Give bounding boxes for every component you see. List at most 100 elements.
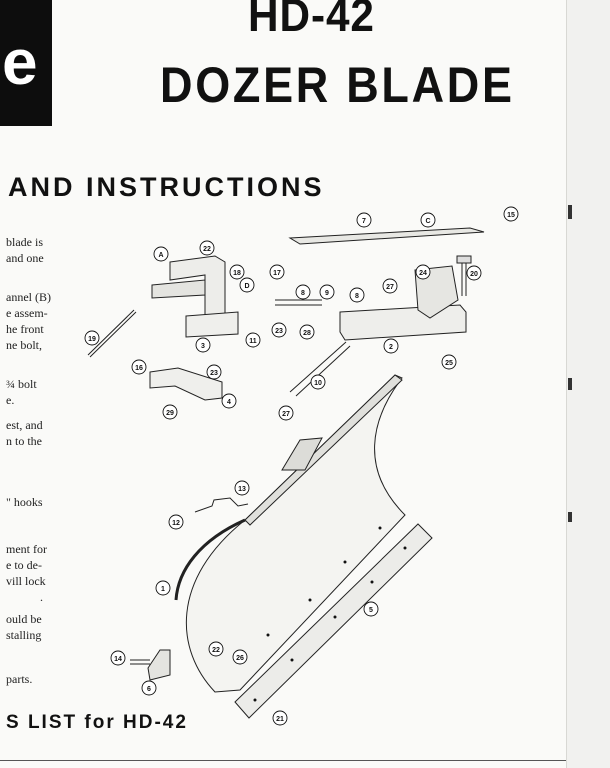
callout-12: 12 bbox=[172, 520, 180, 527]
instruction-line: ould be bbox=[6, 612, 42, 626]
callout-bubble bbox=[234, 480, 250, 496]
callout-27b: 27 bbox=[282, 411, 290, 418]
instruction-line: he front bbox=[6, 322, 44, 336]
instruction-line: e to de- bbox=[6, 558, 42, 572]
instruction-line: ne bolt, bbox=[6, 338, 42, 352]
callout-bubble bbox=[232, 649, 248, 665]
instruction-line: and one bbox=[6, 251, 44, 265]
callout-bubble bbox=[310, 374, 326, 390]
callout-10: 10 bbox=[314, 380, 322, 387]
callout-bubble bbox=[383, 338, 399, 354]
callout-bubble bbox=[272, 710, 288, 726]
callout-28: 28 bbox=[303, 330, 311, 337]
callout-bubble bbox=[131, 359, 147, 375]
callout-D: D bbox=[244, 283, 249, 290]
callout-5: 5 bbox=[369, 607, 373, 614]
callout-bubble bbox=[199, 240, 215, 256]
callout-bubble bbox=[415, 264, 431, 280]
instruction-line: " hooks bbox=[6, 495, 43, 509]
callout-8b: 8 bbox=[355, 293, 359, 300]
callout-bubble bbox=[363, 601, 379, 617]
callout-17: 17 bbox=[273, 270, 281, 277]
callout-bubble bbox=[503, 206, 519, 222]
callout-7: 7 bbox=[362, 218, 366, 225]
callout-bubble bbox=[208, 641, 224, 657]
callout-20: 20 bbox=[470, 271, 478, 278]
callout-bubble bbox=[245, 332, 261, 348]
callout-bubble bbox=[349, 287, 365, 303]
callout-21: 21 bbox=[276, 716, 284, 723]
callout-26: 26 bbox=[236, 655, 244, 662]
callout-19: 19 bbox=[88, 336, 96, 343]
callout-bubble bbox=[441, 354, 457, 370]
callout-bubble bbox=[84, 330, 100, 346]
callout-bubble bbox=[420, 212, 436, 228]
callout-bubble bbox=[141, 680, 157, 696]
callout-bubble bbox=[153, 246, 169, 262]
instruction-line: vill lock bbox=[6, 574, 46, 588]
callout-bubble bbox=[239, 277, 255, 293]
brand-logo-letter: e bbox=[2, 26, 38, 98]
instruction-line: n to the bbox=[6, 434, 42, 448]
callout-6: 6 bbox=[147, 686, 151, 693]
callout-A: A bbox=[158, 252, 163, 259]
instruction-line: stalling bbox=[6, 628, 42, 642]
instruction-line: ment for bbox=[6, 542, 47, 556]
callout-bubble bbox=[269, 264, 285, 280]
callout-bubble bbox=[466, 265, 482, 281]
edge-mark bbox=[568, 205, 572, 219]
callout-bubble bbox=[195, 337, 211, 353]
callout-bubble bbox=[168, 514, 184, 530]
instruction-line: blade is bbox=[6, 235, 43, 249]
callout-18: 18 bbox=[233, 270, 241, 277]
parts-table-rule bbox=[0, 760, 566, 761]
callout-11: 11 bbox=[249, 338, 257, 345]
callout-8: 8 bbox=[301, 290, 305, 297]
instruction-line: . bbox=[40, 590, 43, 604]
callout-22b: 22 bbox=[212, 647, 220, 654]
callout-bubble bbox=[278, 405, 294, 421]
callout-9: 9 bbox=[325, 290, 329, 297]
callout-2: 2 bbox=[389, 344, 393, 351]
instruction-line: e. bbox=[6, 393, 15, 407]
instruction-line: est, and bbox=[6, 418, 43, 432]
callout-25: 25 bbox=[445, 360, 453, 367]
model-title: HD-42 bbox=[248, 0, 375, 41]
edge-mark bbox=[568, 512, 572, 522]
callout-22: 22 bbox=[203, 246, 211, 253]
callout-bubble bbox=[206, 364, 222, 380]
instruction-line: annel (B) bbox=[6, 290, 51, 304]
callout-bubble bbox=[162, 404, 178, 420]
callout-4: 4 bbox=[227, 399, 231, 406]
callout-bubble bbox=[110, 650, 126, 666]
edge-mark bbox=[568, 378, 572, 390]
callout-C: C bbox=[425, 218, 430, 225]
callout-29: 29 bbox=[166, 410, 174, 417]
callout-bubble bbox=[271, 322, 287, 338]
callout-1: 1 bbox=[161, 586, 165, 593]
callout-13: 13 bbox=[238, 486, 246, 493]
callout-bubble bbox=[356, 212, 372, 228]
callout-bubble bbox=[221, 393, 237, 409]
callout-bubble bbox=[155, 580, 171, 596]
callout-bubble bbox=[295, 284, 311, 300]
callout-bubble bbox=[229, 264, 245, 280]
adjacent-page-edge bbox=[566, 0, 610, 768]
callout-15: 15 bbox=[507, 212, 515, 219]
exploded-parts-diagram: 7 C 15 A 22 18 D 17 8 9 8 27 24 20 19 3 … bbox=[84, 206, 519, 726]
callout-14: 14 bbox=[114, 656, 122, 663]
callout-16: 16 bbox=[135, 365, 143, 372]
callout-3: 3 bbox=[201, 343, 205, 350]
product-title: DOZER BLADE bbox=[160, 57, 515, 113]
instruction-line: parts. bbox=[6, 672, 33, 686]
brand-logo-block: e bbox=[0, 0, 52, 126]
callout-bubble bbox=[319, 284, 335, 300]
parts-list-heading: S LIST for HD-42 bbox=[6, 712, 188, 733]
callout-23b: 23 bbox=[210, 370, 218, 377]
callout-27: 27 bbox=[386, 284, 394, 291]
instruction-line: e assem- bbox=[6, 306, 48, 320]
callout-23: 23 bbox=[275, 328, 283, 335]
section-heading: AND INSTRUCTIONS bbox=[8, 172, 325, 202]
callout-bubble bbox=[382, 278, 398, 294]
